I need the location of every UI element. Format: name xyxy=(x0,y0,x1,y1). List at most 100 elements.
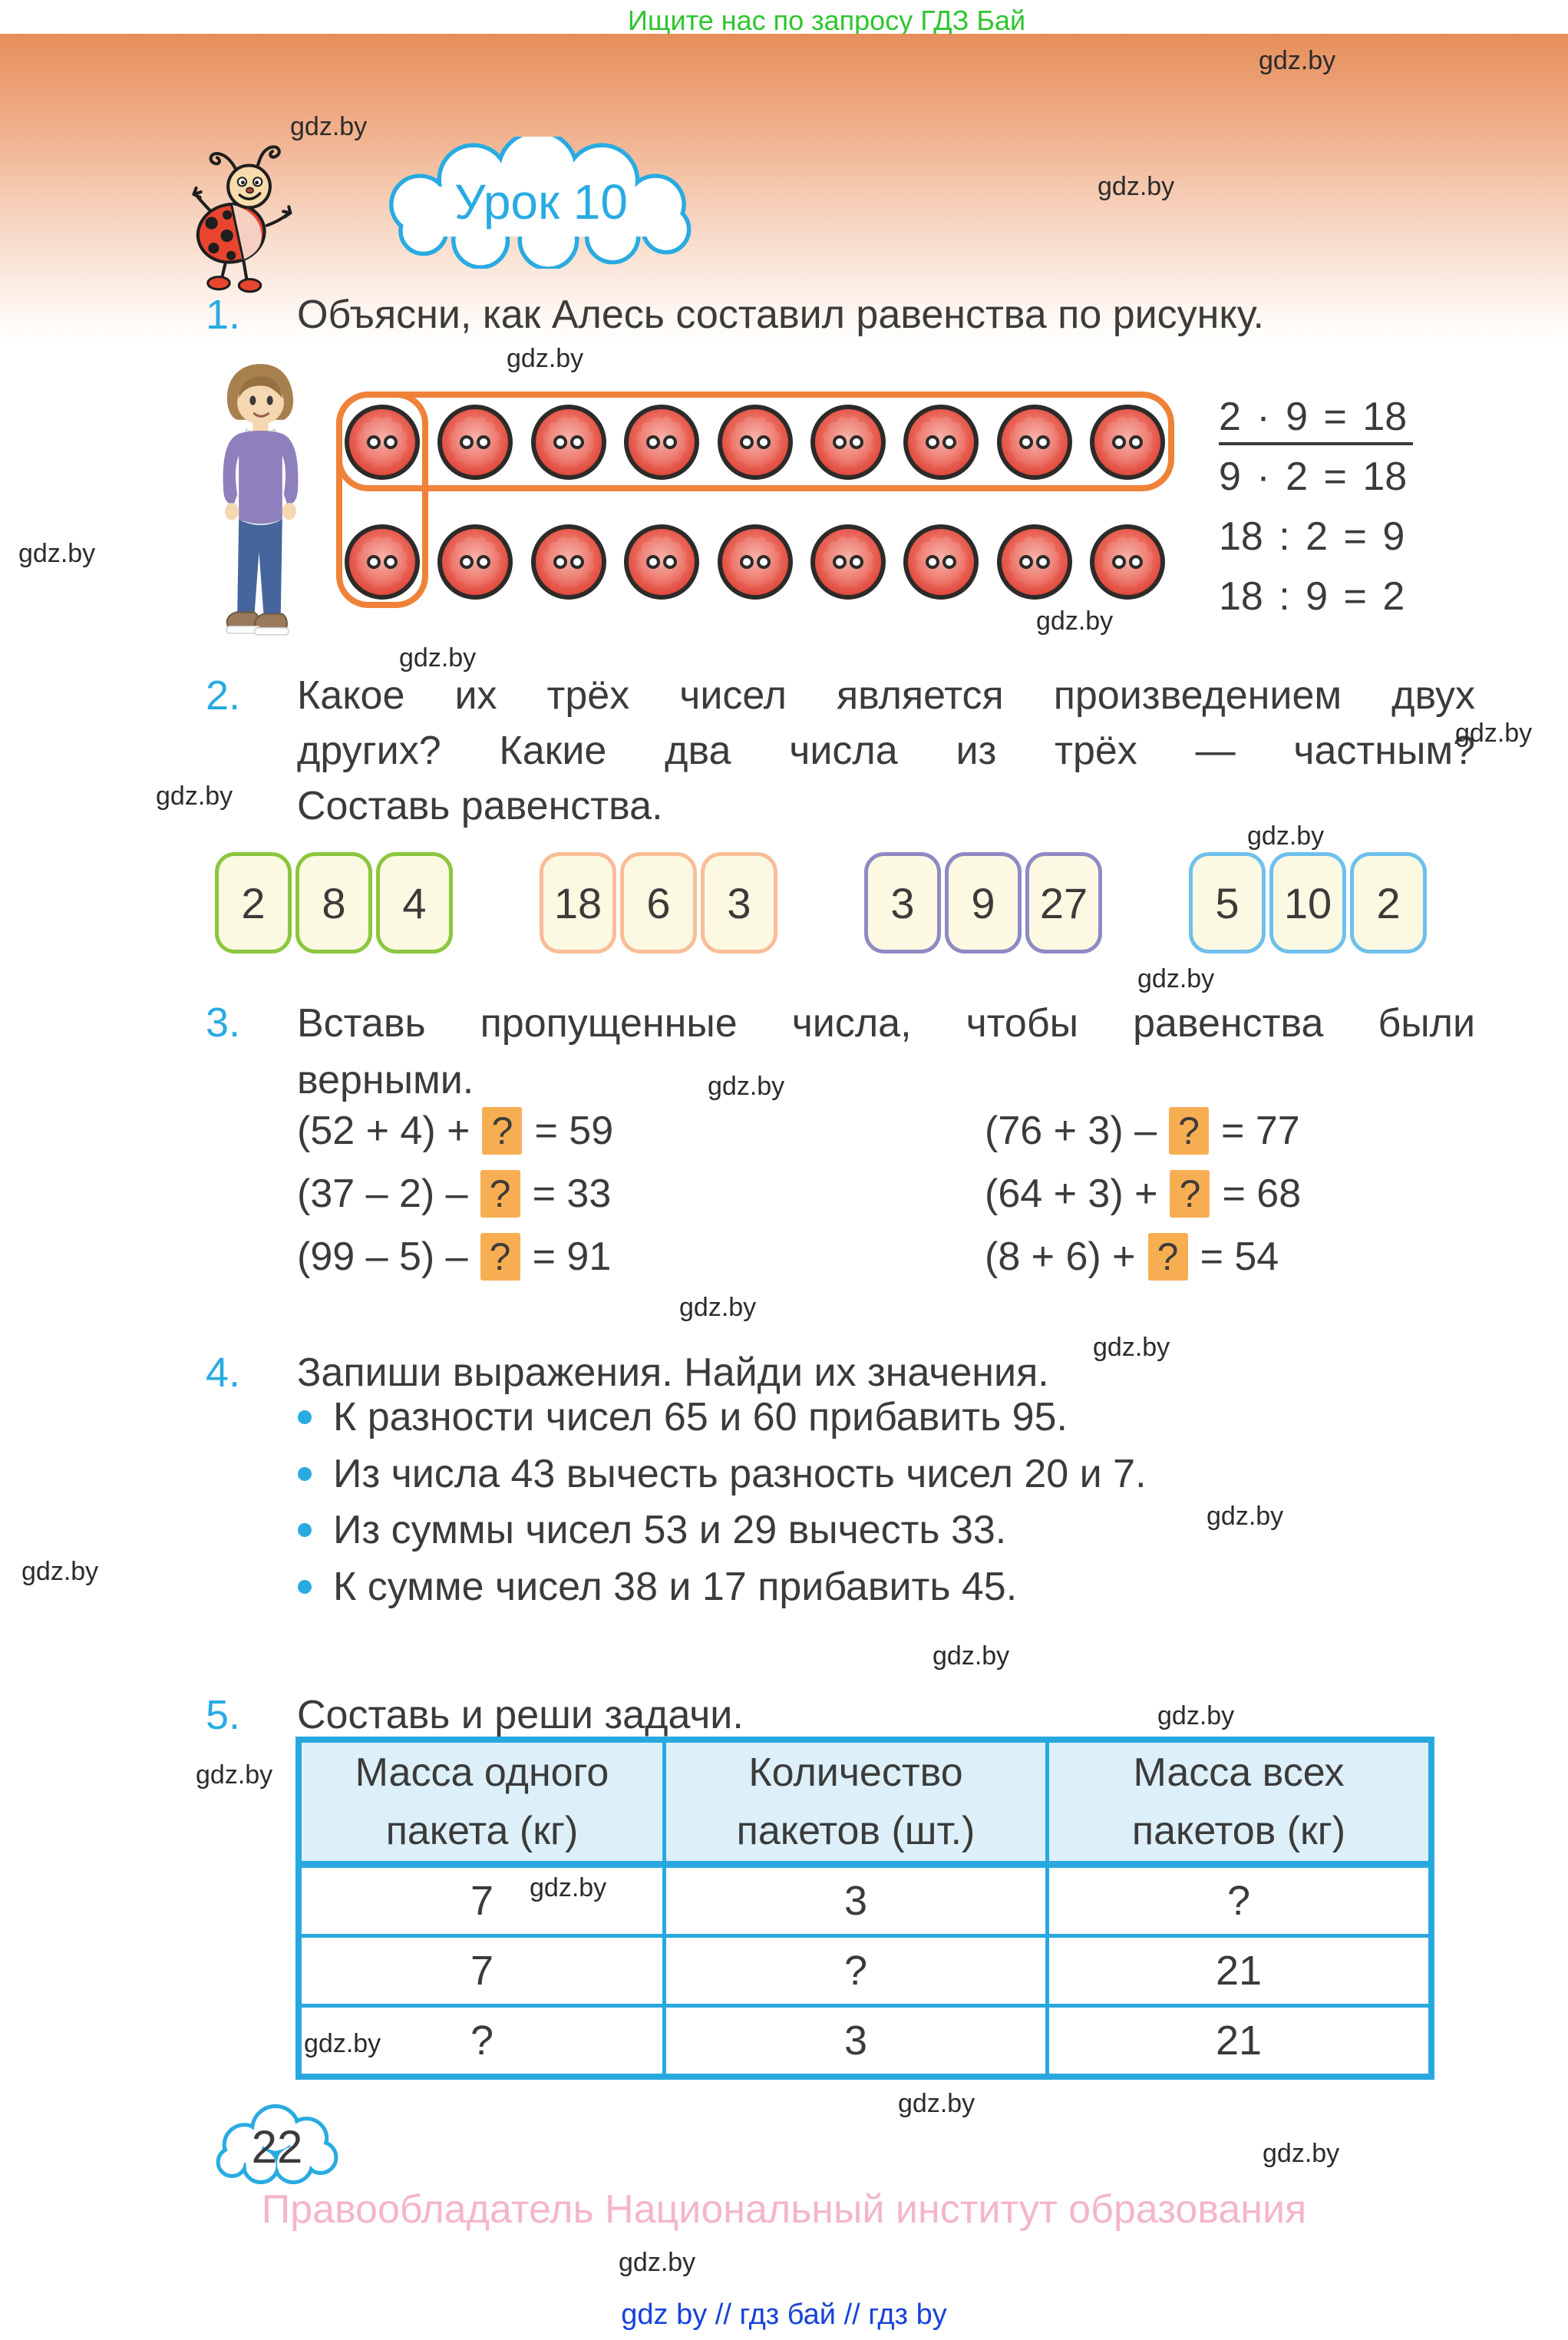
button-icon xyxy=(903,404,979,481)
watermark: gdz.by xyxy=(21,1557,99,1586)
bullet-item: Из числа 43 вычесть разность чисел 20 и … xyxy=(298,1446,1147,1502)
watermark: gdz.by xyxy=(1093,1333,1170,1362)
button-icon xyxy=(903,524,979,600)
watermark: gdz.by xyxy=(1157,1701,1235,1730)
number-card: 4 xyxy=(376,852,453,954)
button-icon xyxy=(623,404,700,481)
task-2-number: 2. xyxy=(206,673,241,719)
watermark: gdz.by xyxy=(18,539,96,568)
bullet-text: Из суммы чисел 53 и 29 вычесть 33. xyxy=(333,1508,1007,1552)
ladybug-illustration xyxy=(192,145,292,293)
equation-left: (64 + 3) + xyxy=(985,1172,1158,1216)
copyright-line: Правообладатель Национальный институт об… xyxy=(261,2187,1307,2232)
bullet-text: К разности чисел 65 и 60 прибавить 95. xyxy=(333,1395,1068,1439)
equation-left: (52 + 4) + xyxy=(297,1109,470,1153)
table-cell: ? xyxy=(662,1934,1049,2008)
number-card: 10 xyxy=(1269,852,1346,954)
missing-number-box[interactable]: ? xyxy=(480,1233,520,1281)
table-cell: 7 xyxy=(296,1934,666,2008)
equation-left: (8 + 6) + xyxy=(985,1234,1136,1279)
figure1-equation: 9 · 2 = 18 xyxy=(1219,454,1408,499)
task-2: 2. Какое их трёх чисел является произвед… xyxy=(206,668,1475,834)
missing-number-box[interactable]: ? xyxy=(1170,1170,1210,1218)
watermark: gdz.by xyxy=(1247,821,1325,851)
button-icon xyxy=(344,524,421,600)
table-cell: 21 xyxy=(1045,1934,1434,2008)
missing-number-box[interactable]: ? xyxy=(482,1107,523,1155)
button-icon xyxy=(437,524,513,600)
footer-links[interactable]: gdz by // гдз бай // гдз by xyxy=(621,2299,947,2331)
bullet-text: К сумме чисел 38 и 17 прибавить 45. xyxy=(333,1564,1018,1609)
bullet-dot-icon xyxy=(298,1579,312,1594)
number-card: 18 xyxy=(540,852,616,954)
watermark: gdz.by xyxy=(708,1072,785,1101)
lesson-cloud xyxy=(389,137,692,269)
button-icon xyxy=(717,404,794,481)
number-card: 5 xyxy=(1189,852,1266,954)
equation-left: (37 – 2) – xyxy=(297,1172,468,1216)
task-4: 4. Запиши выражения. Найди их значения. xyxy=(206,1345,1049,1400)
table-cell: 21 xyxy=(1045,2004,1434,2079)
number-card: 3 xyxy=(701,852,777,954)
equation-right: = 91 xyxy=(532,1234,612,1279)
bullet-dot-icon xyxy=(298,1410,312,1424)
bullet-item: К разности чисел 65 и 60 прибавить 95. xyxy=(298,1390,1068,1445)
number-card: 3 xyxy=(864,852,941,954)
button-icon xyxy=(996,524,1073,600)
table-row: 7?21 xyxy=(296,1934,1434,2008)
boy-illustration xyxy=(223,364,299,636)
bullet-dot-icon xyxy=(298,1466,312,1481)
top-search-banner: Ищите нас по запросу ГДЗ Бай xyxy=(628,5,1026,36)
watermark: gdz.by xyxy=(196,1760,273,1790)
task-2-line-3: Составь равенства. xyxy=(297,784,663,828)
watermark: gdz.by xyxy=(1259,46,1336,75)
figure1-equation: 18 : 9 = 2 xyxy=(1219,574,1405,619)
task-5: 5. Составь и реши задачи. xyxy=(206,1687,744,1743)
equation-right: = 77 xyxy=(1221,1109,1300,1153)
watermark: gdz.by xyxy=(679,1293,757,1322)
bullet-text: Из числа 43 вычесть разность чисел 20 и … xyxy=(333,1451,1147,1496)
equation-left: (76 + 3) – xyxy=(985,1109,1157,1153)
bullet-item: Из суммы чисел 53 и 29 вычесть 33. xyxy=(298,1502,1006,1558)
missing-number-box[interactable]: ? xyxy=(1169,1107,1210,1155)
button-icon xyxy=(623,524,700,600)
watermark: gdz.by xyxy=(619,2248,696,2277)
equation-right: = 33 xyxy=(532,1172,612,1216)
equation-right: = 59 xyxy=(534,1109,614,1153)
page-number-cloud xyxy=(216,2104,338,2185)
task-2-line-1: Какое их трёх чисел является произведени… xyxy=(297,673,1475,718)
watermark: gdz.by xyxy=(1455,719,1533,748)
missing-number-equation: (8 + 6) +?= 54 xyxy=(985,1232,1279,1281)
missing-number-equation: (76 + 3) –?= 77 xyxy=(985,1106,1300,1155)
button-icon xyxy=(437,404,513,481)
lesson-badge: Урок 10 xyxy=(454,174,628,230)
watermark: gdz.by xyxy=(1098,172,1175,201)
button-icon xyxy=(996,404,1073,481)
missing-number-equation: (52 + 4) +?= 59 xyxy=(297,1106,613,1155)
number-card: 8 xyxy=(295,852,372,954)
button-icon xyxy=(810,404,886,481)
missing-number-box[interactable]: ? xyxy=(480,1170,520,1218)
page-number: 22 xyxy=(251,2121,303,2173)
task-1-number: 1. xyxy=(206,292,241,338)
number-card: 2 xyxy=(1350,852,1427,954)
column-group-outline xyxy=(336,392,428,608)
button-icon xyxy=(717,524,794,600)
watermark: gdz.by xyxy=(507,344,584,373)
task-3-line-2: верными. xyxy=(297,1058,474,1102)
figure1-equation: 18 : 2 = 9 xyxy=(1219,514,1405,559)
watermark: gdz.by xyxy=(1036,606,1114,636)
watermark: gdz.by xyxy=(530,1873,607,1902)
button-icon xyxy=(530,404,607,481)
task-5-text: Составь и реши задачи. xyxy=(297,1693,744,1737)
watermark: gdz.by xyxy=(1263,2139,1340,2168)
number-card: 27 xyxy=(1025,852,1102,954)
missing-number-box[interactable]: ? xyxy=(1147,1233,1188,1281)
